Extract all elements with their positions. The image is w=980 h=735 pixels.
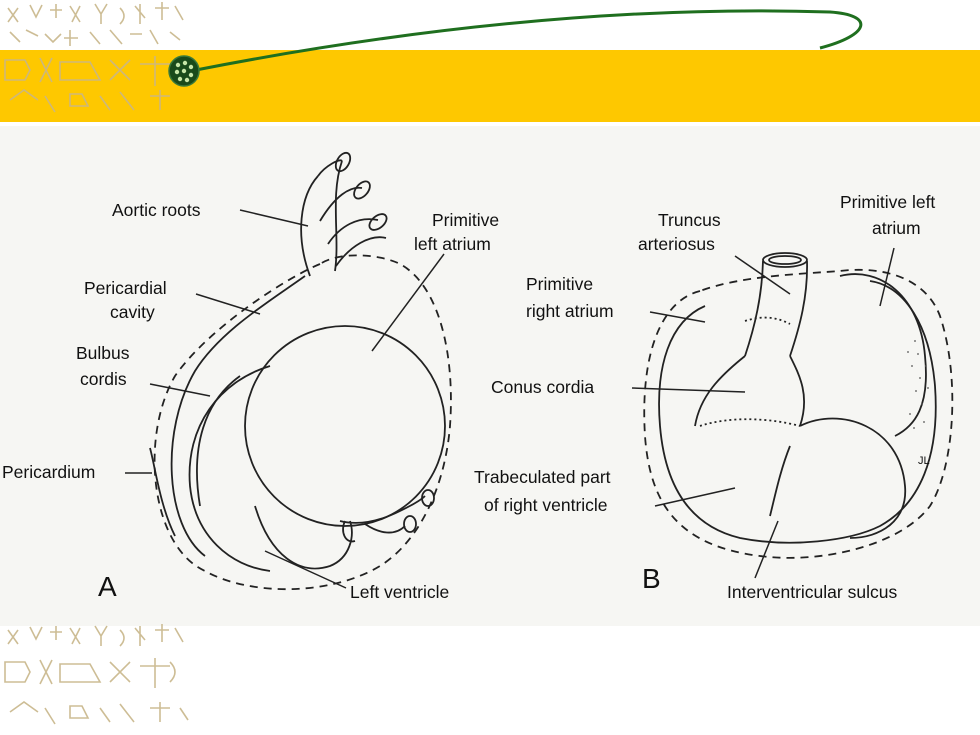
- label-primitive-right-atrium-1: Primitive: [526, 274, 593, 294]
- ornament-top-left: [4, 2, 184, 113]
- label-pericardial-cavity-1: Pericardial: [84, 278, 167, 298]
- label-trabeculated-2: of right ventricle: [484, 495, 608, 515]
- label-primitive-left-atrium-b-2: atrium: [872, 218, 921, 238]
- label-left-ventricle: Left ventricle: [350, 582, 449, 602]
- panel-b-leaders: [631, 247, 895, 579]
- panel-a-leaders: [125, 209, 445, 589]
- label-primitive-right-atrium-2: right atrium: [526, 301, 614, 321]
- left-atrium-shape: [244, 325, 446, 527]
- panel-a-letter: A: [98, 571, 117, 602]
- figure-svg: Aortic roots Primitive left atrium Peric…: [0, 126, 980, 626]
- label-bulbus-cordis-1: Bulbus: [76, 343, 130, 363]
- label-truncus-1: Truncus: [658, 210, 721, 230]
- label-truncus-2: arteriosus: [638, 234, 715, 254]
- title-banner: [0, 50, 980, 122]
- label-primitive-left-atrium-a-2: left atrium: [414, 234, 491, 254]
- ornament-bottom-left: [4, 624, 189, 725]
- stipple-shading: [907, 340, 929, 429]
- label-conus-cordia: Conus cordia: [491, 377, 594, 397]
- label-primitive-left-atrium-b-1: Primitive left: [840, 192, 935, 212]
- label-bulbus-cordis-2: cordis: [80, 369, 127, 389]
- label-pericardium: Pericardium: [2, 462, 95, 482]
- artist-initials: JL: [918, 455, 930, 467]
- label-aortic-roots: Aortic roots: [112, 200, 201, 220]
- panel-a-drawing: [149, 151, 452, 591]
- panel-b-letter: B: [642, 563, 661, 594]
- panel-b-drawing: [643, 252, 954, 559]
- pericardium-outline-b: [643, 268, 954, 559]
- pericardium-outline: [153, 254, 452, 591]
- label-primitive-left-atrium-a-1: Primitive: [432, 210, 499, 230]
- bead-icon: [168, 55, 200, 87]
- heart-development-figure: Aortic roots Primitive left atrium Peric…: [0, 126, 980, 626]
- header-decoration: [4, 2, 863, 113]
- label-trabeculated-1: Trabeculated part: [474, 467, 611, 487]
- label-interventricular-sulcus: Interventricular sulcus: [727, 582, 897, 602]
- swoosh-line: [195, 9, 863, 72]
- label-pericardial-cavity-2: cavity: [110, 302, 155, 322]
